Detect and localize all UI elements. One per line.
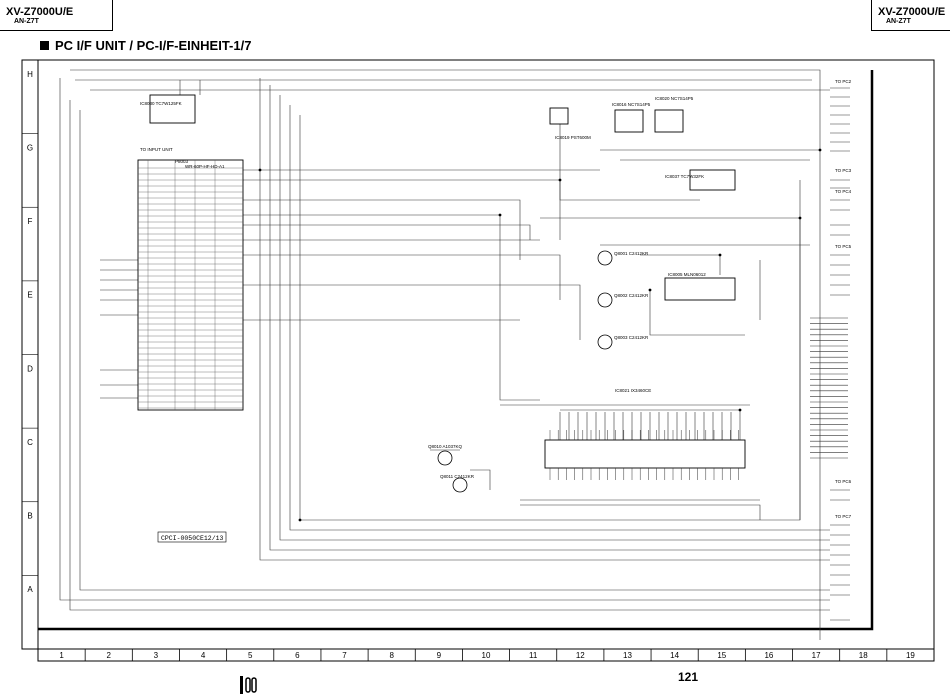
column-ticks — [84, 649, 888, 661]
to-pc4-label: TO PC4 — [835, 189, 852, 194]
sub-model-left: AN-Z7T — [14, 18, 39, 25]
ic8037-block — [689, 169, 736, 191]
to-pc7-label: TO PC7 — [835, 514, 852, 519]
ic8019-block — [549, 107, 569, 125]
to-pc3-label: TO PC3 — [835, 168, 852, 173]
ic8030-label: IC8030 TC7W125FK — [140, 101, 182, 106]
ic8021-pins — [549, 430, 739, 480]
column-label: 7 — [342, 651, 347, 660]
column-label: 3 — [154, 651, 159, 660]
junctions — [258, 148, 822, 522]
column-label: 14 — [670, 651, 679, 660]
registration-mark-icon — [240, 676, 257, 694]
q8010-label: Q8010 A1037KQ — [428, 444, 463, 449]
connector-p8003-block — [137, 159, 244, 411]
column-label: 9 — [437, 651, 442, 660]
column-label: 2 — [107, 651, 112, 660]
row-label: A — [27, 585, 33, 594]
row-label: H — [27, 70, 33, 79]
q8002-symbol — [597, 292, 613, 308]
column-label: 6 — [295, 651, 300, 660]
row-label: B — [27, 512, 32, 521]
column-label: 15 — [717, 651, 726, 660]
to-pc5-label: TO PC5 — [835, 244, 852, 249]
column-label: 5 — [248, 651, 253, 660]
ic8020-block — [654, 109, 684, 133]
q8003-symbol — [597, 334, 613, 350]
header-left-box: XV-Z7000U/E AN-Z7T — [0, 0, 113, 31]
q8011-label: Q8011 C2412KR — [440, 474, 475, 479]
row-label: C — [27, 438, 33, 447]
transistors — [437, 250, 613, 493]
column-label: 8 — [389, 651, 394, 660]
row-label: G — [27, 143, 33, 152]
column-label: 1 — [59, 651, 64, 660]
ic8005-label: IC8005 MLN06012 — [668, 272, 706, 277]
q8001-symbol — [597, 250, 613, 266]
bus-lines — [559, 317, 848, 459]
q8003-label: Q8003 C2412KR — [614, 335, 649, 340]
ic8037-label: IC8037 TC7W32FK — [665, 174, 704, 179]
column-label: 17 — [812, 651, 821, 660]
column-label: 13 — [623, 651, 632, 660]
page-title: PC I/F UNIT / PC-I/F-EINHEIT-1/7 — [40, 38, 251, 53]
q8001-label: Q8001 C2412KR — [614, 251, 649, 256]
sub-model-right: AN-Z7T — [886, 18, 911, 25]
connector-title: TO INPUT UNIT — [140, 147, 173, 152]
column-label: 11 — [529, 651, 538, 660]
column-label: 10 — [482, 651, 491, 660]
connector-model: WR-60P-HF-HD-A1 — [185, 164, 225, 169]
connector-ref: P8003 — [175, 159, 189, 164]
column-label: 16 — [764, 651, 773, 660]
to-pc6-label: TO PC6 — [835, 479, 852, 484]
column-label: 4 — [201, 651, 206, 660]
page-number: 121 — [678, 670, 699, 684]
ic8019-label: IC8019 PST600M — [555, 135, 591, 140]
page-title-text: PC I/F UNIT / PC-I/F-EINHEIT-1/7 — [55, 38, 252, 53]
row-labels: H G F E D C B A — [22, 70, 38, 594]
row-label: D — [27, 364, 33, 373]
ic8020-label: IC8020 NC7S14P5 — [655, 96, 694, 101]
ic-blocks — [137, 94, 746, 469]
model-number-left: XV-Z7000U/E — [6, 6, 74, 18]
q8011-symbol — [452, 477, 468, 493]
column-label: 18 — [859, 651, 868, 660]
q8002-label: Q8002 C2412KR — [614, 293, 649, 298]
connector-rows — [138, 160, 243, 410]
column-label: 12 — [576, 651, 585, 660]
row-label: E — [27, 291, 32, 300]
ic8030-block — [149, 94, 196, 124]
column-label: 19 — [906, 651, 915, 660]
stamp-label: CPCI-0050CE12/13 — [161, 535, 224, 542]
column-strip — [37, 648, 935, 662]
ic8021-label: IC8021 IX3460CE — [615, 388, 651, 393]
ic8021-block — [544, 439, 746, 469]
model-number-right: XV-Z7000U/E — [878, 6, 946, 18]
ic8016-label: IC8016 NC7S14P5 — [612, 102, 651, 107]
q8010-symbol — [437, 450, 453, 466]
frame-inner-thick — [38, 70, 874, 631]
header-right-box: XV-Z7000U/E AN-Z7T — [871, 0, 950, 31]
to-pc2-label: TO PC2 — [835, 79, 852, 84]
stamp-box — [157, 531, 227, 543]
ic8016-block — [614, 109, 644, 133]
row-label: F — [28, 217, 33, 226]
bullet-square-icon — [40, 41, 49, 50]
ic8005-block — [664, 277, 736, 301]
